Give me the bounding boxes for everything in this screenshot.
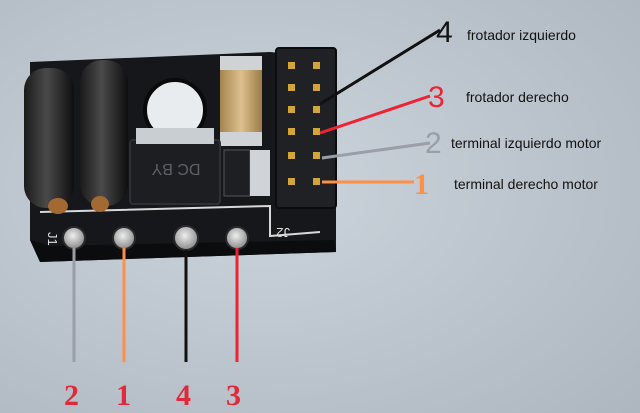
leader-line-4 (319, 28, 441, 106)
silkscreen-j1: J1 (45, 232, 60, 246)
pad-numbers: 2 1 4 3 (64, 379, 241, 412)
leader-line-3 (319, 94, 431, 135)
inductor-right (80, 60, 128, 212)
label-4-text: frotador izquierdo (467, 27, 576, 43)
smd-pad (250, 150, 270, 196)
leader-lines (319, 28, 441, 184)
label-1-number: 1 (414, 168, 429, 201)
regulator-chip (129, 128, 221, 205)
capacitor (220, 56, 262, 146)
label-1: 1 terminal derecho motor (414, 168, 598, 201)
leader-line-2 (321, 141, 431, 160)
inductor-left (24, 68, 74, 214)
label-2: 2 terminal izquierdo motor (425, 127, 602, 160)
pad-number-4: 4 (176, 379, 191, 412)
label-3: 3 frotador derecho (428, 81, 569, 114)
label-2-number: 2 (425, 127, 442, 160)
pad-number-3: 3 (226, 379, 241, 412)
silkscreen-j2: J2 (276, 225, 290, 240)
label-4-number: 4 (436, 16, 453, 49)
label-1-text: terminal derecho motor (454, 176, 598, 192)
label-4: 4 frotador izquierdo (436, 16, 576, 49)
chip-marking: DC BY (151, 160, 200, 177)
pad-number-2: 2 (64, 379, 79, 412)
label-3-number: 3 (428, 81, 445, 114)
pad-lines (72, 248, 239, 362)
label-2-text: terminal izquierdo motor (451, 135, 602, 151)
smd-resistor (223, 149, 251, 197)
pin-header (275, 47, 337, 209)
label-3-text: frotador derecho (466, 89, 569, 105)
solder-pads (62, 225, 249, 251)
pad-number-1: 1 (116, 379, 131, 412)
